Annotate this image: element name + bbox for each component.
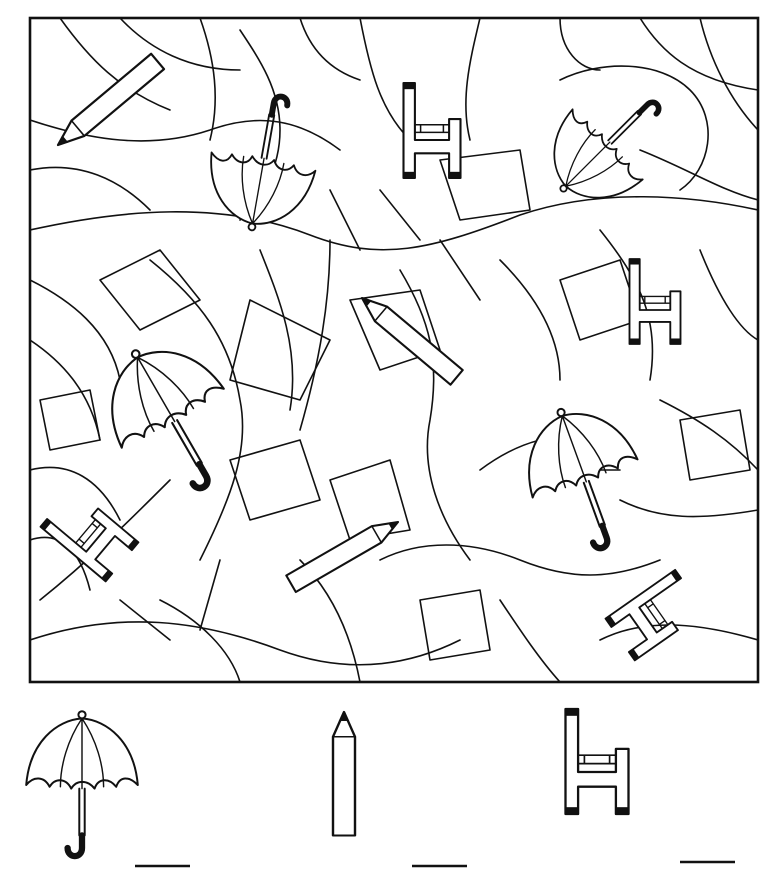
mosaic-lines <box>30 18 758 682</box>
pencil-icon <box>331 710 357 837</box>
umbrella-icon <box>26 711 138 856</box>
legend-chair <box>564 707 630 816</box>
legend-pencil <box>331 710 357 837</box>
chair-icon <box>564 707 630 816</box>
legend-umbrella <box>26 711 138 856</box>
puzzle-frame <box>28 16 760 684</box>
